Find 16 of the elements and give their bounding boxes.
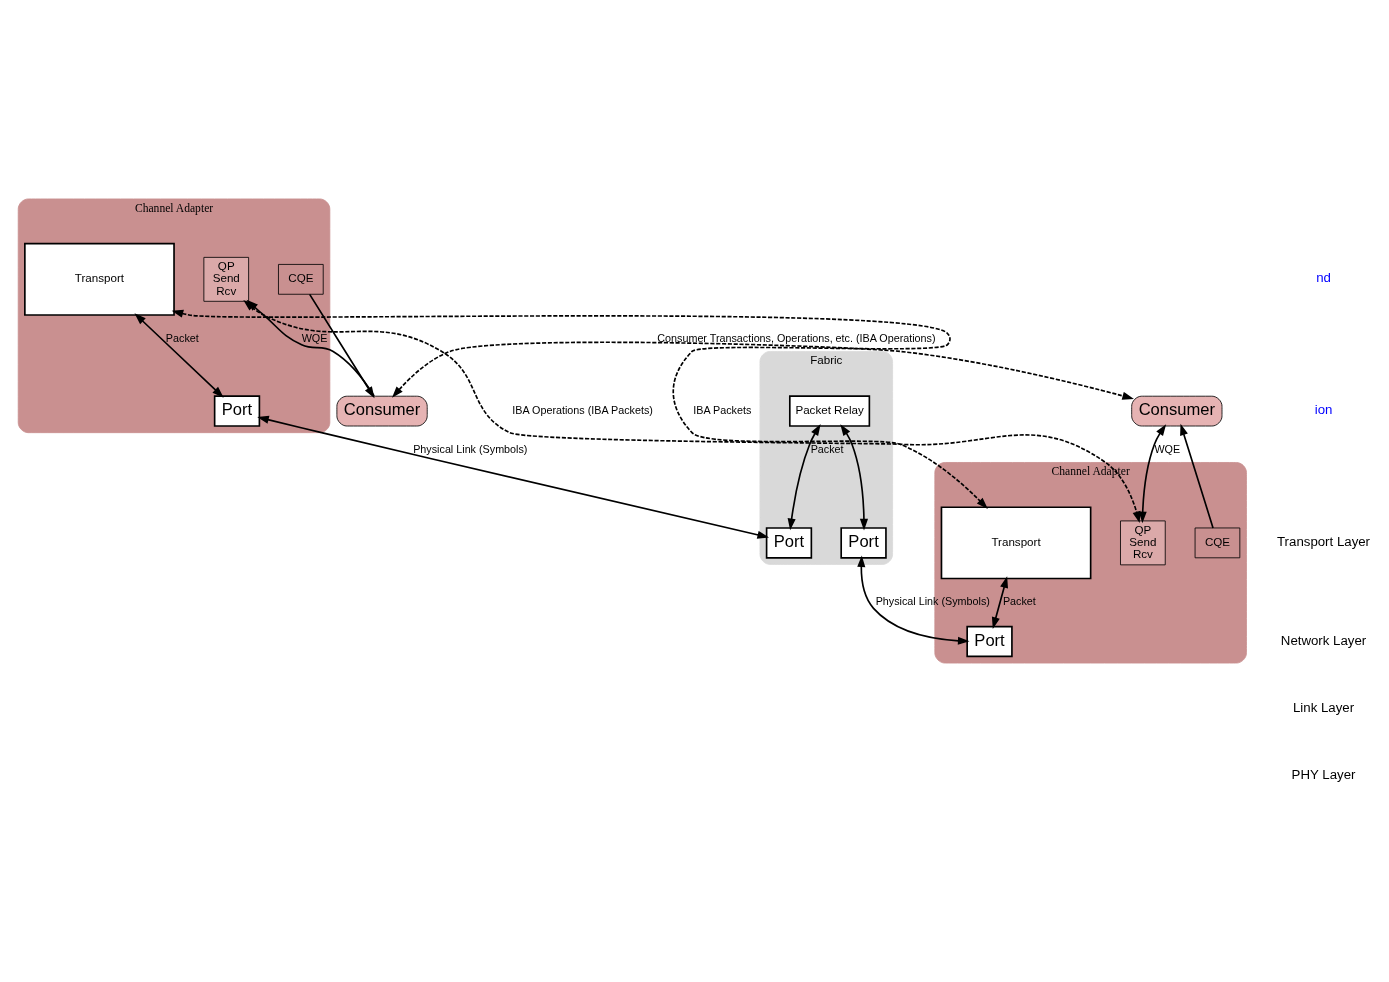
edge-label: IBA Packets: [693, 403, 752, 416]
edge-label: Packet: [165, 331, 199, 344]
label: PHY Layer: [1291, 766, 1356, 782]
edge-label: Physical Link (Symbols): [875, 594, 990, 607]
edge-label: Packet: [1002, 594, 1036, 607]
label: Network Layer: [1280, 632, 1367, 648]
edge-label: Physical Link (Symbols): [413, 442, 528, 455]
label: Transport Layer: [1277, 533, 1371, 549]
edge-label: WQE: [1154, 442, 1181, 455]
edge-label: Packet: [810, 442, 844, 455]
edge-label: WQE: [301, 331, 328, 344]
label: ion: [1314, 401, 1333, 417]
label: Link Layer: [1292, 699, 1355, 715]
edge-label: IBA Operations (IBA Packets): [512, 403, 653, 416]
label: nd: [1316, 269, 1331, 285]
edge-label: Consumer Transactions, Operations, etc. (IBA Operations): [657, 331, 936, 344]
